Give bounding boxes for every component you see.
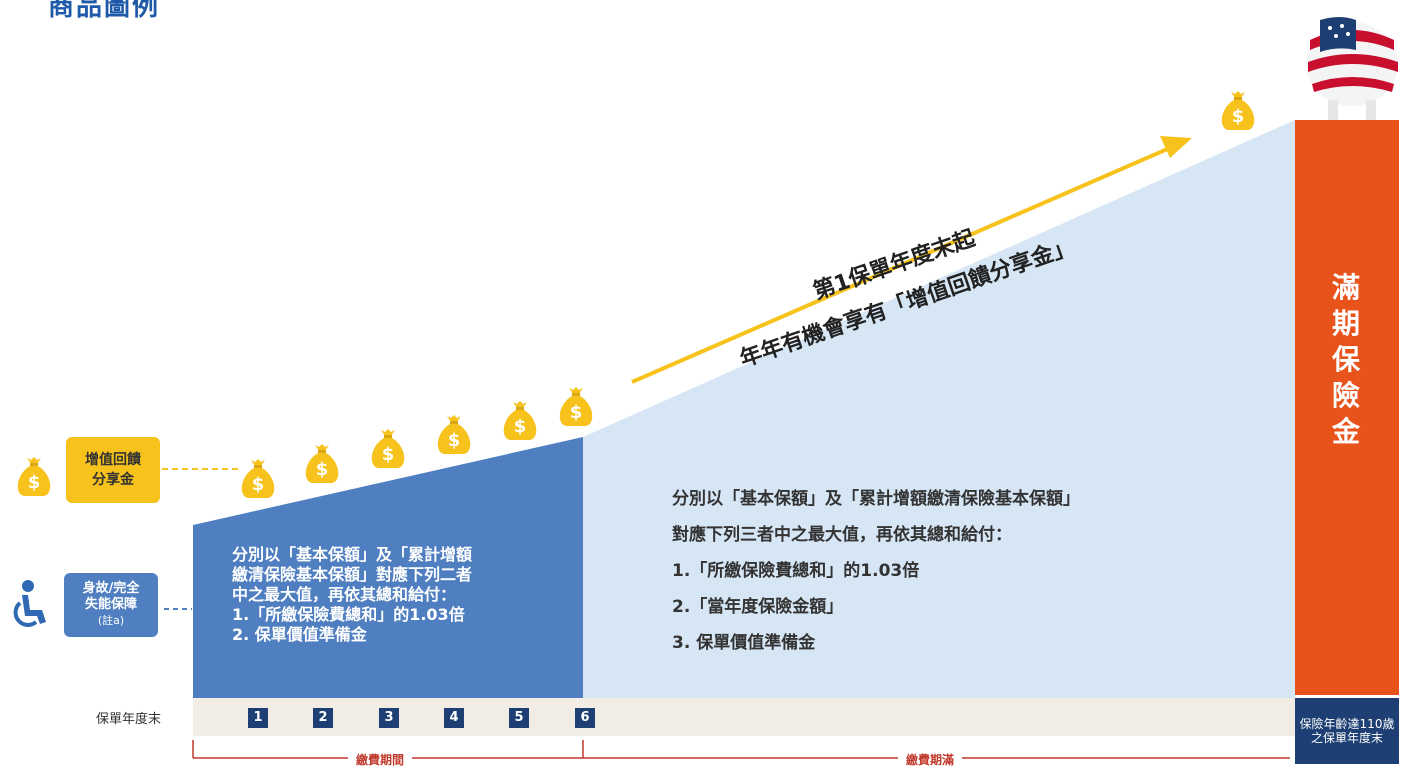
year-marker: 3 — [379, 708, 399, 728]
piggy-bank-icon — [1306, 17, 1398, 120]
year-marker: 5 — [509, 708, 529, 728]
money-bag-icon — [559, 387, 593, 426]
blue-area-text: 分別以「基本保額」及「累計增額 繳清保險基本保額」對應下列二者 中之最大值，再依… — [232, 545, 473, 644]
money-bag-icon — [371, 429, 405, 468]
arrow-icon — [1160, 136, 1192, 158]
money-bag-icon — [305, 444, 339, 483]
money-bag-icon — [1221, 91, 1255, 130]
wheelchair-icon — [13, 580, 46, 627]
money-bag-icon — [503, 401, 537, 440]
light-blue-area — [583, 120, 1295, 698]
bonus-connector — [162, 468, 238, 470]
year-marker: 6 — [575, 708, 595, 728]
paying-period-label: 繳費期間 — [348, 751, 413, 768]
money-bag-icon — [17, 457, 51, 496]
money-bag-icon — [437, 415, 471, 454]
growth-arrow — [631, 145, 1173, 384]
year-marker: 2 — [313, 708, 333, 728]
paid-up-period-label: 繳費期滿 — [898, 751, 963, 768]
money-bag-icon — [241, 459, 275, 498]
page-title: 商品圖例 — [48, 0, 161, 22]
maturity-benefit-label: 滿 期 保 險 金 — [1331, 271, 1362, 448]
light-area-text: 分別以「基本保額」及「累計增額繳清保險基本保額」 對應下列三者中之最大值，再依其… — [672, 489, 1080, 653]
maturity-column — [1295, 120, 1399, 695]
maturity-year-box: 保險年齡達110歲之保單年度末 — [1295, 698, 1399, 764]
year-marker: 4 — [444, 708, 464, 728]
death-benefit-label: 身故/完全 失能保障 (註a) — [64, 573, 158, 637]
year-marker: 1 — [248, 708, 268, 728]
timeline-bar — [193, 698, 1295, 736]
timeline-label: 保單年度末 — [96, 712, 162, 727]
bonus-label: 增值回饋 分享金 — [66, 437, 160, 503]
blue-area — [193, 437, 583, 698]
